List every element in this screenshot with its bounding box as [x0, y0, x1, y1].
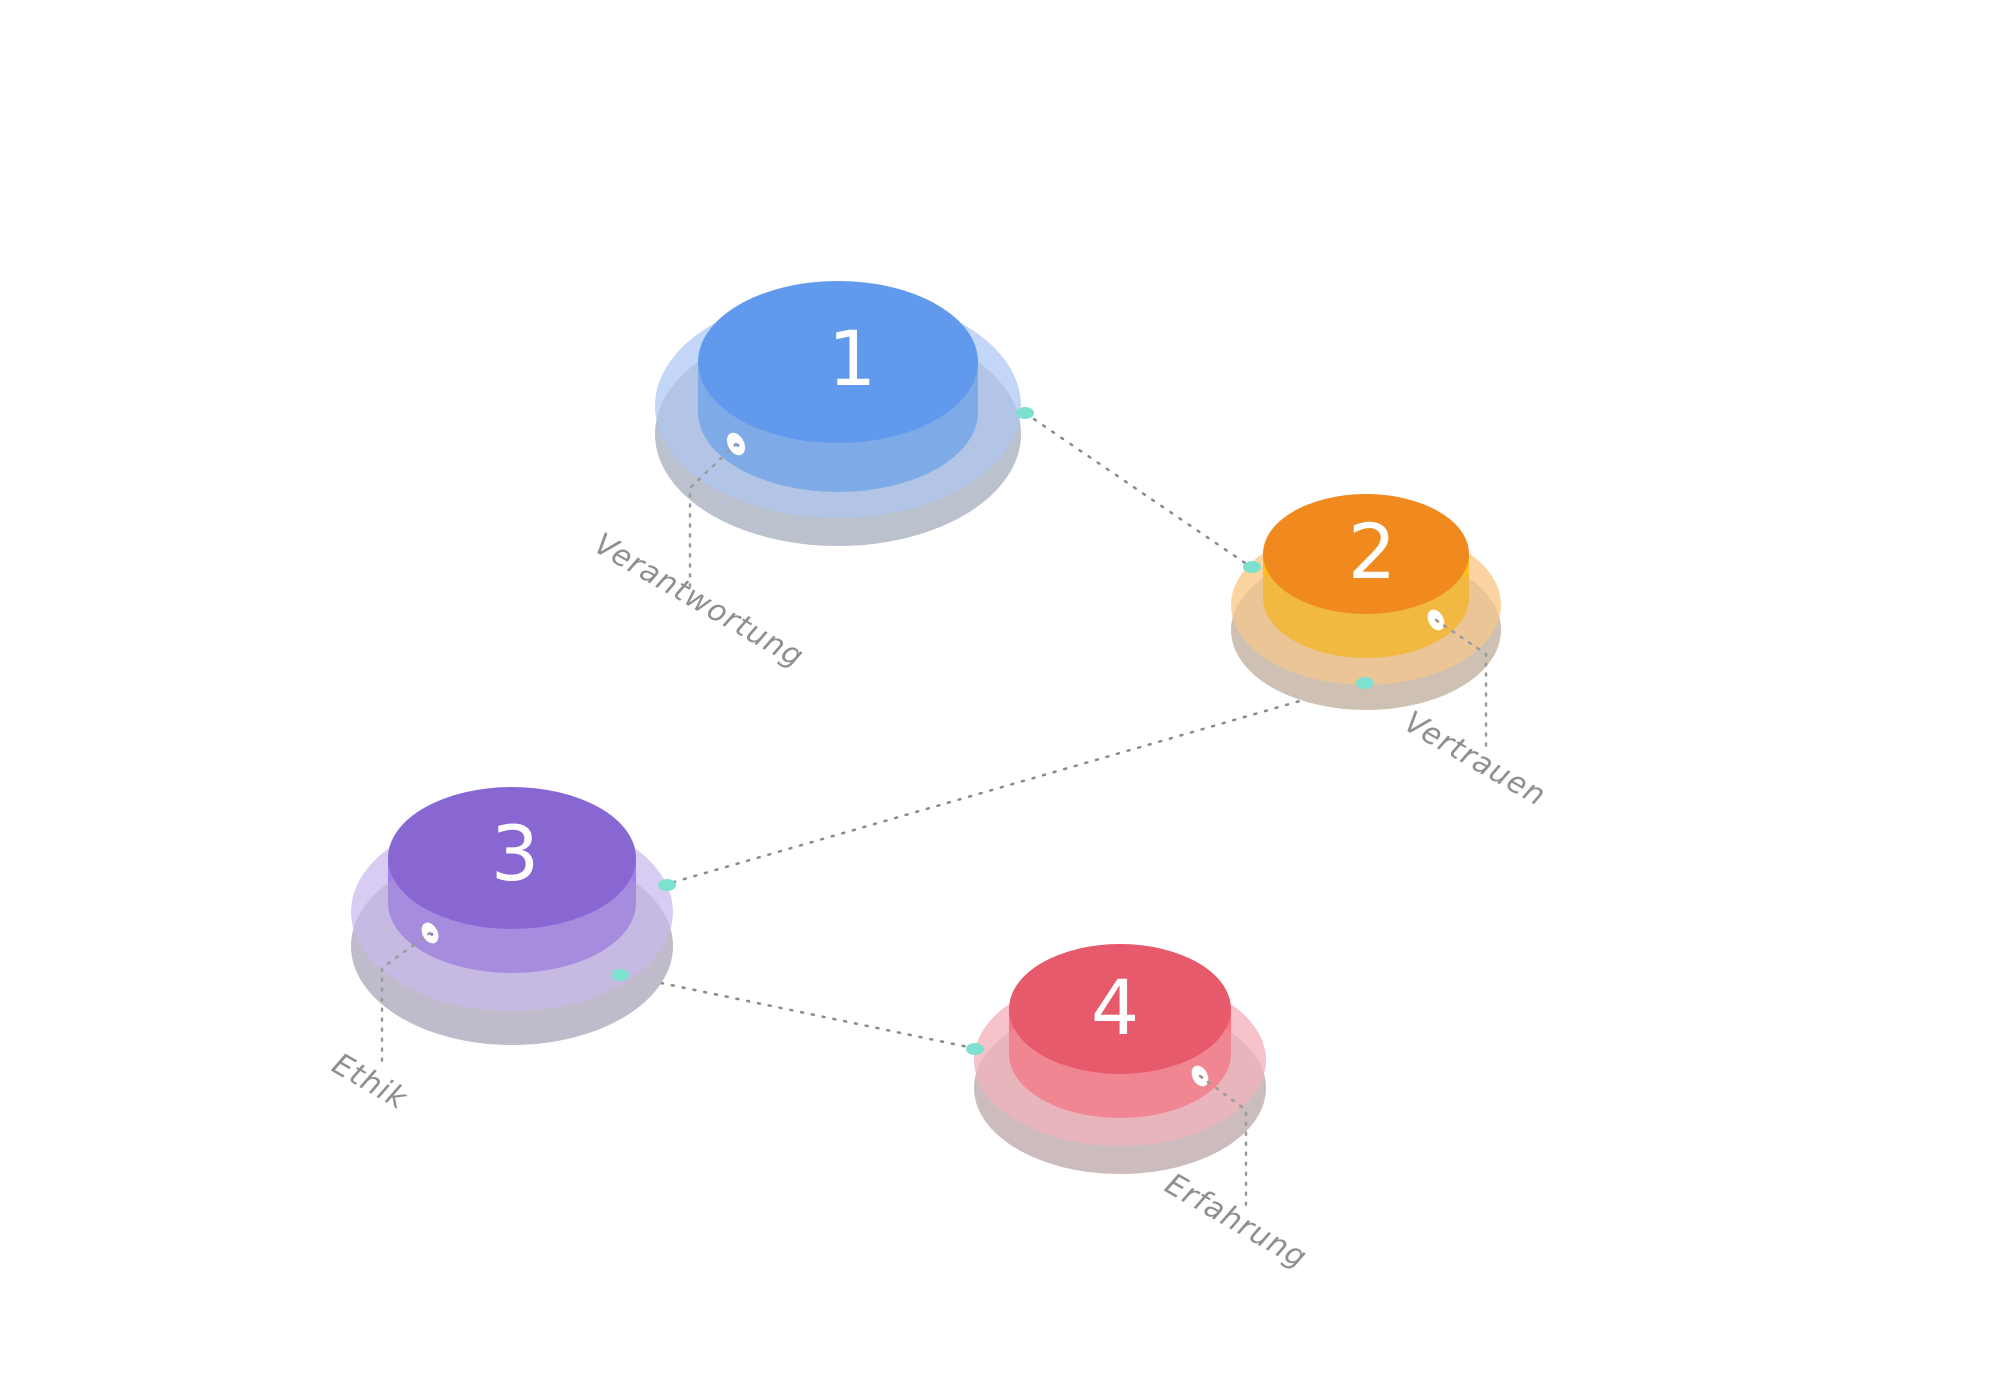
- leader-step-3: [380, 931, 432, 1064]
- joint-dot: [611, 969, 629, 981]
- step-1-label: Verantwortung: [588, 527, 810, 675]
- joint-dot: [1243, 561, 1261, 573]
- step-3-top: [388, 787, 636, 929]
- step-4-number: 4: [1091, 963, 1139, 1052]
- step-4-top: [1009, 944, 1231, 1074]
- step-4: 4: [974, 944, 1266, 1174]
- label-leaders: [380, 442, 1488, 1212]
- step-2-top: [1263, 494, 1469, 614]
- joint-dot: [966, 1043, 984, 1055]
- joint-dot: [658, 879, 676, 891]
- leader-step-1: [688, 442, 738, 592]
- step-3-label: Ethik: [326, 1047, 414, 1118]
- joint-dot: [1356, 677, 1374, 689]
- connector-2-3: [665, 681, 1364, 886]
- step-3-number: 3: [491, 809, 539, 898]
- leader-step-2: [1434, 618, 1488, 752]
- step-4-label: Erfahrung: [1159, 1167, 1313, 1276]
- step-1-top: [698, 281, 978, 443]
- connector-3-4: [616, 972, 975, 1050]
- step-2-label: Vertrauen: [1398, 705, 1552, 814]
- step-1-number: 1: [828, 314, 876, 403]
- step-1: 1: [655, 281, 1021, 546]
- connector-joints: [611, 407, 1374, 1055]
- connectors: [616, 411, 1364, 1050]
- connector-1-2: [1023, 411, 1250, 567]
- step-2: 2: [1231, 494, 1501, 710]
- leader-step-4: [1198, 1074, 1248, 1212]
- step-3: 3: [351, 787, 673, 1045]
- joint-dot: [1016, 407, 1034, 419]
- step-2-number: 2: [1348, 507, 1396, 596]
